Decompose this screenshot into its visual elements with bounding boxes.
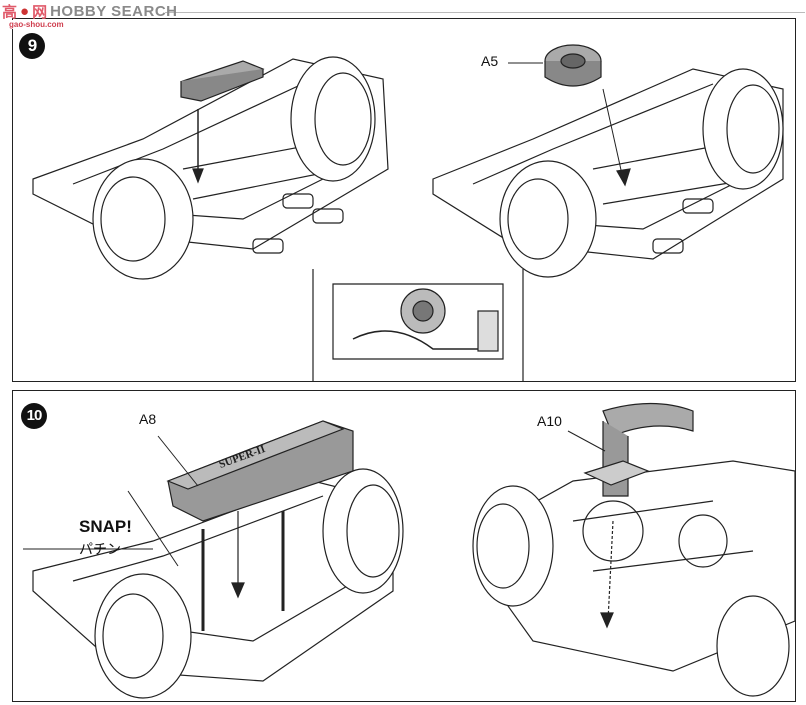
leader-line-snap <box>127 490 179 567</box>
wheel-front-left <box>92 158 194 280</box>
part-a5 <box>544 44 631 187</box>
part-label-a8: A8 <box>139 411 157 427</box>
inset-detail <box>312 269 524 381</box>
wheel-front-right <box>499 160 597 278</box>
part-a10 <box>583 402 694 629</box>
part-terminal-left <box>180 60 265 184</box>
step-10-number: 10 <box>21 403 47 429</box>
watermark-icon: ● <box>20 2 30 20</box>
step-9-number: 9 <box>19 33 45 59</box>
wheel-front-right-10 <box>472 485 554 607</box>
wheel-rear-right-10 <box>716 595 790 697</box>
wheel-rear-right <box>702 68 784 190</box>
watermark-chinese-2: 网 <box>32 3 48 21</box>
wheel-rear-left-10 <box>322 468 404 594</box>
step-9-panel: 9 A5 <box>12 18 796 382</box>
step-10-illustration <box>23 402 795 699</box>
part-label-a10: A10 <box>537 413 562 429</box>
watermark-line <box>165 12 805 13</box>
watermark-chinese: 高 <box>2 3 18 21</box>
watermark-url: gao-shou.com <box>8 20 65 29</box>
wheel-front-left-10 <box>94 573 192 699</box>
watermark-brand: HOBBY SEARCH <box>50 2 178 20</box>
wheel-rear-left <box>290 56 376 182</box>
snap-text: SNAP! <box>79 517 132 536</box>
part-a8 <box>166 420 354 631</box>
leader-line-a10 <box>567 430 606 452</box>
part-label-a5: A5 <box>481 53 499 69</box>
watermark-logo: 高 ● 网 HOBBY SEARCH gao-shou.com <box>2 0 178 29</box>
leader-line-a8 <box>157 435 199 487</box>
step-9-illustration <box>32 44 784 381</box>
step-10-panel: 10 A8 A10 SNAP! パチン SUPER-II <box>12 390 796 702</box>
snap-text-japanese: パチン <box>79 541 121 557</box>
